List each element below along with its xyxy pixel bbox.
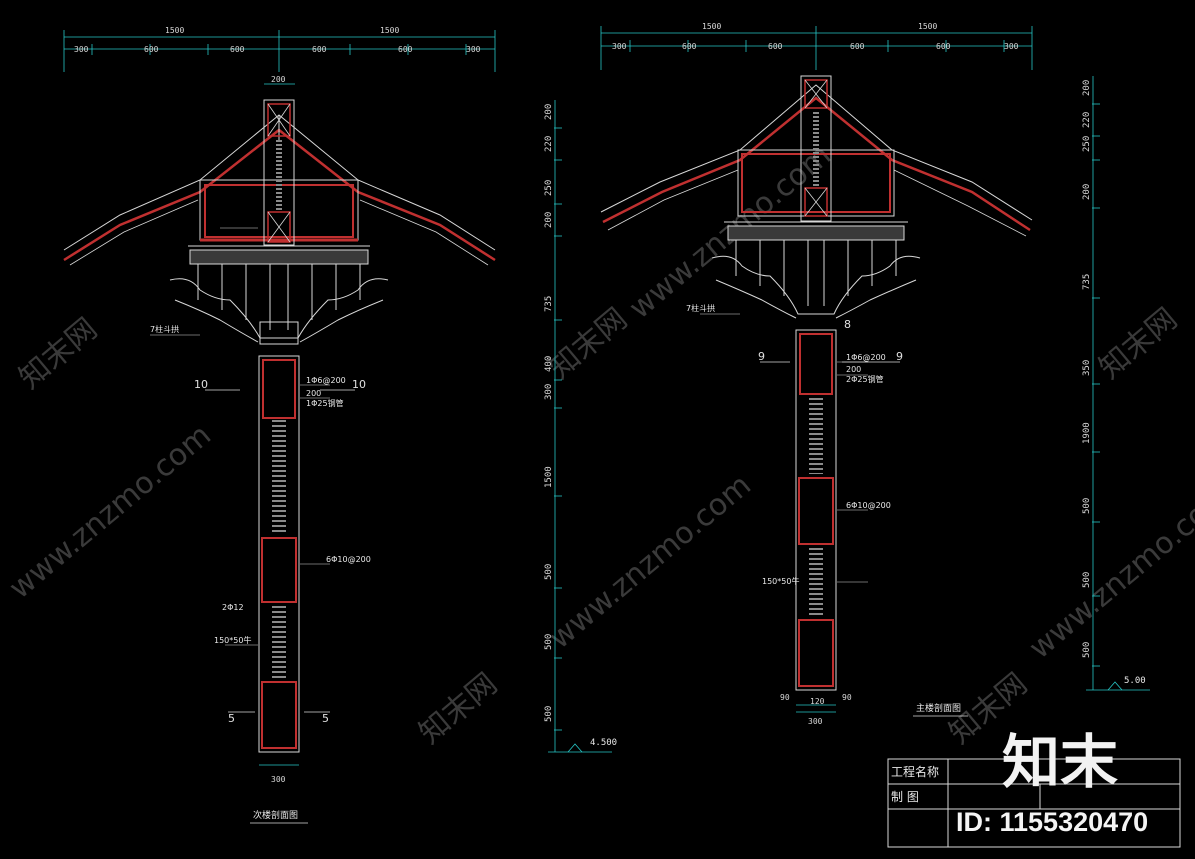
right-vdim-2: 220 xyxy=(1082,112,1092,128)
right-dim-minor-2: 600 xyxy=(682,42,697,51)
left-vdim-6: 400 xyxy=(544,356,554,372)
left-dim-minor-2: 600 xyxy=(144,45,159,54)
left-section-mark-2: 10 xyxy=(352,378,366,391)
right-vertical-dimensions xyxy=(1086,76,1150,691)
left-caption: 次楼剖面图 xyxy=(253,809,298,821)
right-dim-minor-6: 300 xyxy=(1004,42,1019,51)
right-dim-major-1: 1500 xyxy=(702,22,721,31)
brand-logo: 知末 xyxy=(1002,728,1118,796)
title-block-drawn-by: 制 图 xyxy=(891,790,919,804)
right-roof xyxy=(600,84,1033,237)
right-post-width-3: 90 xyxy=(842,693,852,702)
right-label-timber: 150*50牛 xyxy=(762,576,799,586)
left-vdim-4: 200 xyxy=(544,212,554,228)
left-dim-minor-6: 300 xyxy=(466,45,481,54)
right-bracket-set xyxy=(711,225,921,319)
left-section-mark-1: 10 xyxy=(194,378,208,391)
right-section-drawing: 1500 1500 300 600 600 600 600 300 xyxy=(600,22,1033,726)
left-dim-major-2: 1500 xyxy=(380,26,399,35)
left-dim-major-1: 1500 xyxy=(165,26,184,35)
left-vdim-11: 500 xyxy=(544,706,554,722)
right-vdim-1: 200 xyxy=(1082,80,1092,96)
left-dim-minor-1: 300 xyxy=(74,45,89,54)
left-vdim-3: 250 xyxy=(544,180,554,196)
left-vdim-1: 200 xyxy=(544,104,554,120)
title-block xyxy=(887,758,1181,848)
right-caption: 主楼剖面图 xyxy=(916,702,961,714)
left-roof xyxy=(63,114,496,266)
right-dim-minor-1: 300 xyxy=(612,42,627,51)
right-vertical-dim-labels: 200 220 250 200 735 350 1900 500 500 500 xyxy=(1082,80,1100,667)
right-vdim-10: 500 xyxy=(1082,642,1092,658)
right-top-dimension-lines xyxy=(600,26,1033,70)
left-dim-minor-5: 600 xyxy=(398,45,413,54)
left-post-width-bottom: 300 xyxy=(271,775,286,784)
left-label-rebar-3: 1Φ25钢管 xyxy=(306,398,344,408)
left-section-mark-4: 5 xyxy=(322,712,329,725)
left-section-drawing: 1500 1500 300 600 600 600 600 300 200 xyxy=(63,26,496,824)
left-dim-minor-3: 600 xyxy=(230,45,245,54)
right-label-rebar-3: 2Φ25钢管 xyxy=(846,374,884,384)
left-attic-frame xyxy=(188,99,370,247)
left-vdim-9: 500 xyxy=(544,564,554,580)
left-bracket-set xyxy=(169,249,389,345)
left-leaders xyxy=(150,227,330,646)
right-vdim-6: 350 xyxy=(1082,360,1092,376)
left-label-rebar-2: 200 xyxy=(306,389,321,398)
right-post xyxy=(795,329,837,713)
left-level-mark: 4.500 xyxy=(590,738,617,748)
left-label-timber: 150*50牛 xyxy=(214,635,251,645)
right-section-mark-1: 9 xyxy=(758,350,765,363)
left-vdim-10: 500 xyxy=(544,634,554,650)
left-top-dimension-lines xyxy=(63,30,496,85)
title-block-project-name: 工程名称 xyxy=(891,764,939,779)
left-section-mark-3: 5 xyxy=(228,712,235,725)
right-dim-minor-3: 600 xyxy=(768,42,783,51)
right-dim-major-2: 1500 xyxy=(918,22,937,31)
right-vdim-7: 1900 xyxy=(1082,422,1092,444)
left-vdim-7: 300 xyxy=(544,384,554,400)
right-label-rebar-2: 200 xyxy=(846,365,861,374)
right-dim-minor-5: 600 xyxy=(936,42,951,51)
right-post-width-2: 120 xyxy=(810,697,825,706)
right-level-mark: 5.00 xyxy=(1124,676,1146,686)
left-label-stirrup: 6Φ10@200 xyxy=(326,555,371,564)
left-post-width-top: 200 xyxy=(271,75,286,84)
id-label: ID: 1155320470 xyxy=(956,807,1148,837)
right-section-mark-2: 9 xyxy=(896,350,903,363)
right-vdim-9: 500 xyxy=(1082,572,1092,588)
left-label-rebar-1: 1Φ6@200 xyxy=(306,376,346,385)
right-label-dougong: 7柱斗拱 xyxy=(686,303,715,313)
left-vdim-8: 1500 xyxy=(544,466,554,488)
left-vdim-5: 735 xyxy=(544,296,554,312)
left-vertical-dim-labels: 200 220 250 200 735 400 300 1500 500 500 500 xyxy=(544,104,562,731)
left-label-dougong: 7柱斗拱 xyxy=(150,324,179,334)
right-post-width-1: 90 xyxy=(780,693,790,702)
right-dim-minor-4: 600 xyxy=(850,42,865,51)
left-label-bars: 2Φ12 xyxy=(222,603,244,612)
left-dim-minor-4: 600 xyxy=(312,45,327,54)
right-vdim-4: 200 xyxy=(1082,184,1092,200)
left-vertical-dimensions xyxy=(548,100,612,753)
left-vdim-2: 220 xyxy=(544,136,554,152)
right-vdim-5: 735 xyxy=(1082,274,1092,290)
right-post-width-total: 300 xyxy=(808,717,823,726)
right-vdim-3: 250 xyxy=(1082,136,1092,152)
right-section-mark-3: 8 xyxy=(844,318,851,331)
left-post xyxy=(258,355,300,766)
right-label-rebar-1: 1Φ6@200 xyxy=(846,353,886,362)
right-attic-frame xyxy=(724,75,908,223)
right-vdim-8: 500 xyxy=(1082,498,1092,514)
left-section-cut-lines xyxy=(205,389,355,713)
right-label-stirrup: 6Φ10@200 xyxy=(846,501,891,510)
